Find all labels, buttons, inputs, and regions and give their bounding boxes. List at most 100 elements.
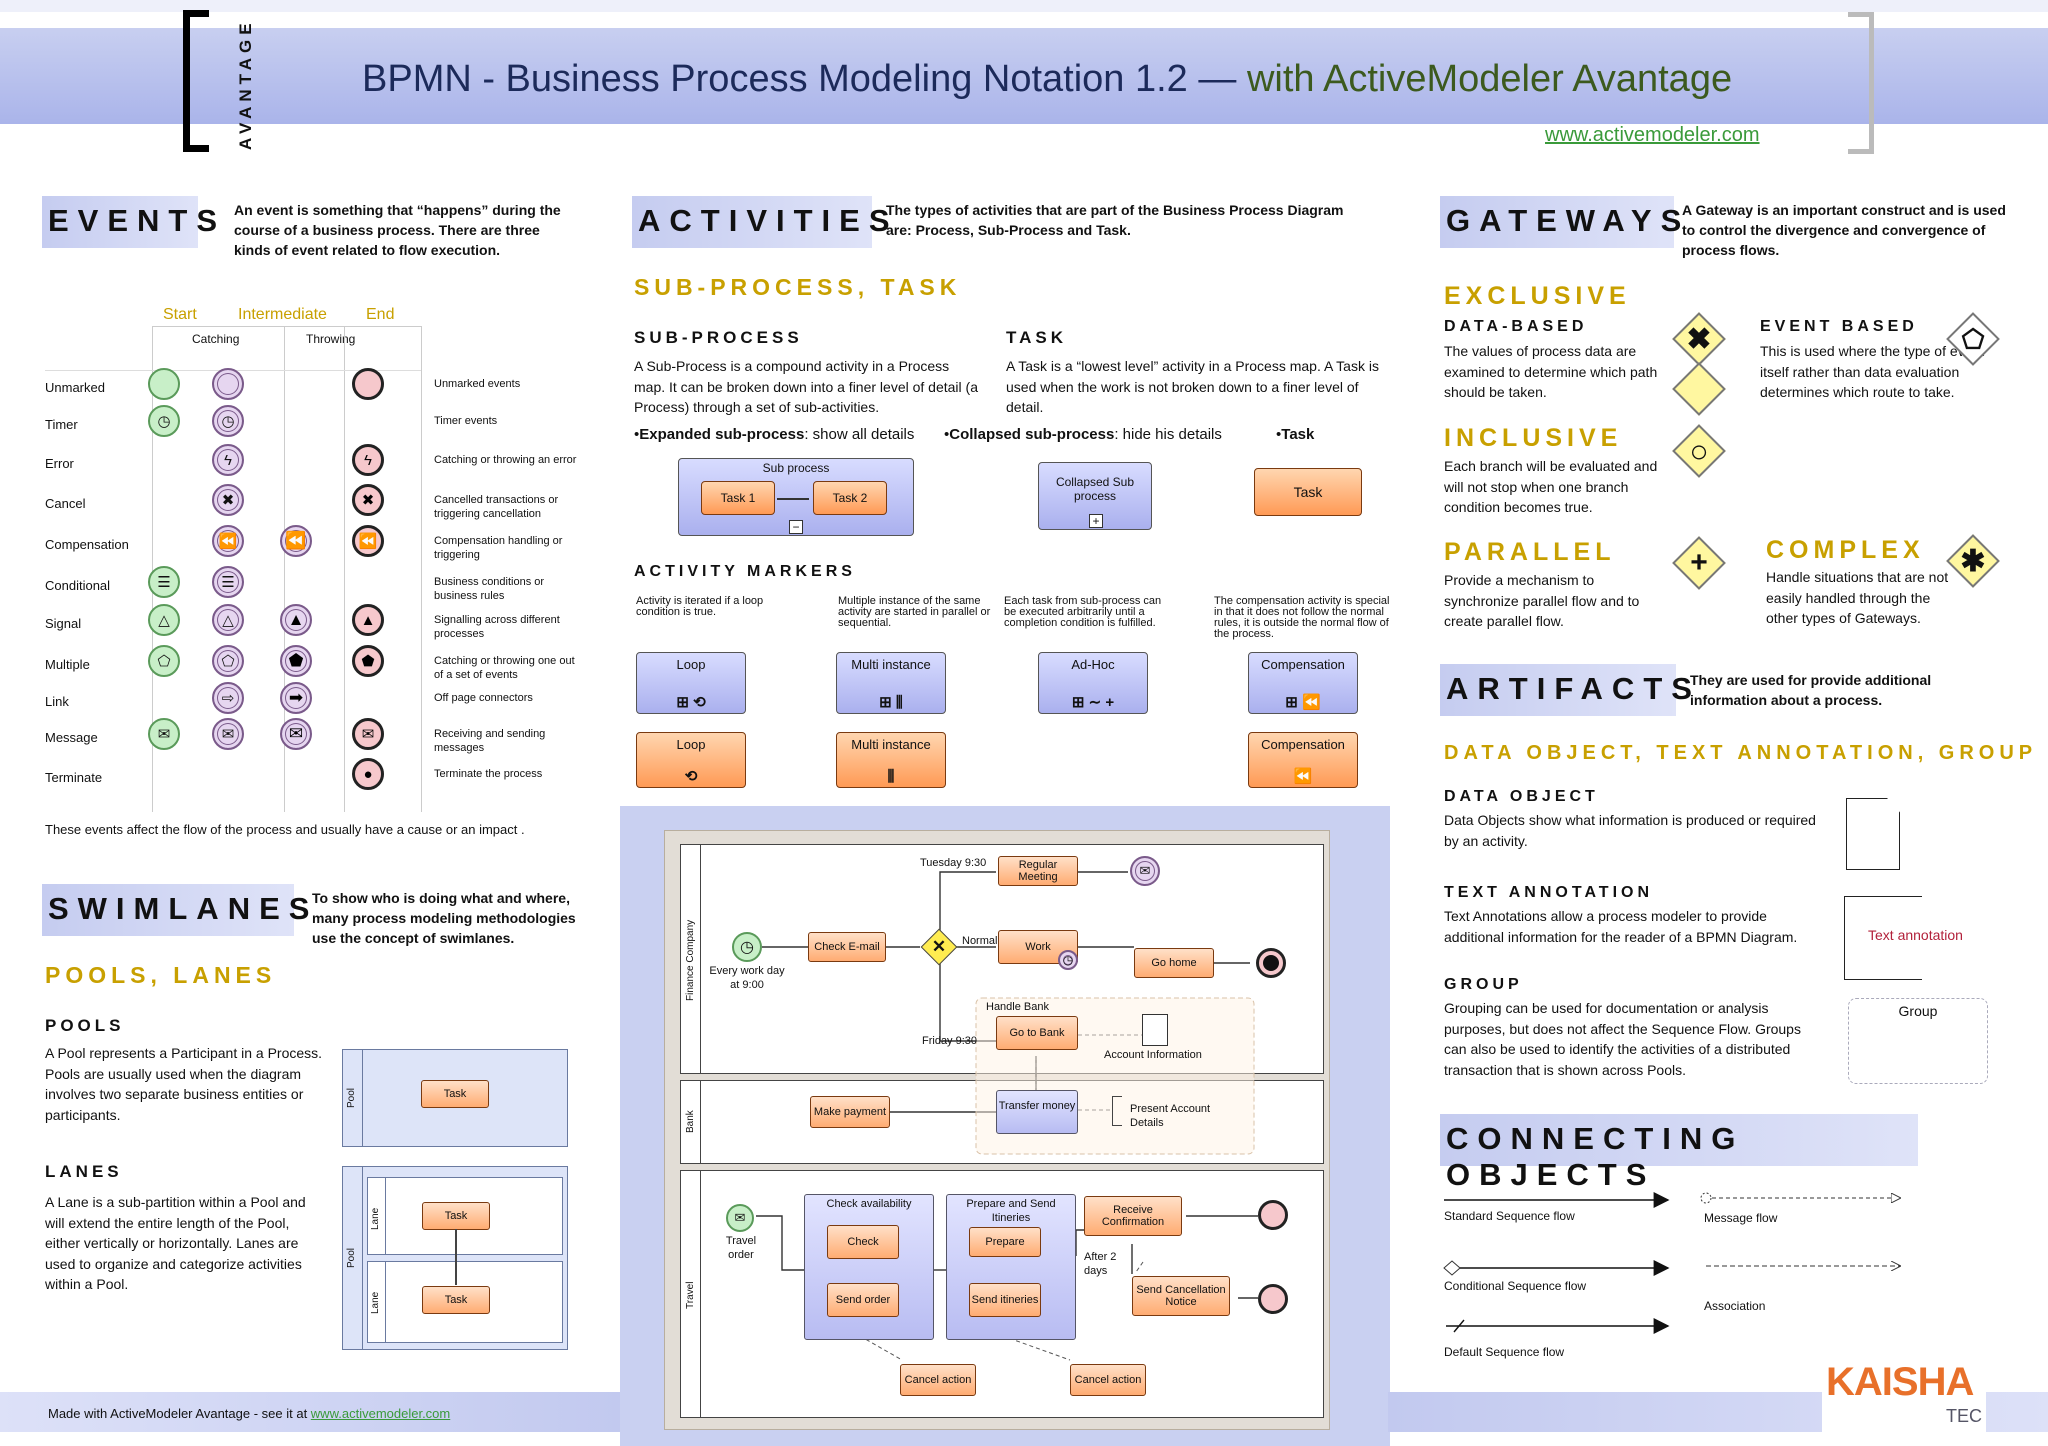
data-based-heading: DATA-BASED (1444, 318, 1588, 335)
association-label: Association (1704, 1299, 1766, 1313)
top-strip (0, 0, 2048, 12)
right-bracket (1848, 12, 1874, 154)
marker-blue-box: Loop⊞ ⟲ (636, 652, 746, 714)
text-annotation-heading: TEXT ANNOTATION (1444, 884, 1654, 901)
collapsed-subprocess: Collapsed Sub process + (1038, 462, 1152, 530)
inclusive-gateway-icon: ○ (1672, 424, 1726, 478)
exclusive-gateway-plain-icon (1672, 362, 1726, 416)
event-row-desc: Timer events (434, 415, 498, 427)
normal-label: Normal (962, 935, 998, 947)
inclusive-text: Each branch will be evaluated and will n… (1444, 458, 1658, 515)
event-row-name: Compensation (45, 537, 129, 552)
data-object-icon (1846, 798, 1900, 870)
data-object-heading: DATA OBJECT (1444, 788, 1599, 805)
pool-example: Pool Task (342, 1049, 568, 1147)
subprocess-task-subheading: SUB-PROCESS, TASK (634, 274, 962, 300)
group-example: Group (1848, 998, 1988, 1084)
events-col-end: End (366, 306, 395, 323)
timer-boundary-icon: ◷ (1058, 950, 1078, 970)
text-annotation-label: Text annotation (1868, 927, 1963, 943)
cancel-event-icon: ✖ (212, 484, 244, 516)
event-row-name: Error (45, 456, 74, 471)
terminate-event-icon: ● (352, 758, 384, 790)
footer-link[interactable]: www.activemodeler.com (310, 1406, 451, 1421)
inclusive-heading: INCLUSIVE (1444, 424, 1623, 452)
swimlanes-heading: SWIMLANES (42, 884, 309, 936)
timer-event-icon: ◷ (212, 405, 244, 437)
marker-label: Compensation (1261, 737, 1345, 752)
title-sub: with ActiveModeler Avantage (1246, 58, 1733, 100)
marker-label: Compensation (1261, 657, 1345, 672)
after-2-days-label: After 2 days (1084, 1251, 1117, 1277)
conditional-flow-label: Conditional Sequence flow (1444, 1279, 1587, 1293)
lane-1: Lane Task (367, 1177, 563, 1255)
gateways-heading: GATEWAYS (1440, 196, 1681, 248)
page-title: BPMN - Business Process Modeling Notatio… (362, 58, 1732, 101)
complex-heading: COMPLEX (1766, 536, 1925, 564)
default-flow-label: Default Sequence flow (1444, 1345, 1565, 1359)
event-row-name: Message (45, 730, 98, 745)
multiple-event-icon: ⬟ (280, 645, 312, 677)
send-cancellation-task: Send Cancellation Notice (1132, 1276, 1230, 1316)
event-row-name: Multiple (45, 657, 90, 672)
exclusive-gateway-x-icon: ✖ (1672, 312, 1726, 366)
header-banner (0, 28, 2048, 124)
signal-event-icon: △ (148, 604, 180, 636)
footer-text: Made with ActiveModeler Avantage - see i… (48, 1406, 311, 1421)
marker-label: Loop (676, 657, 706, 672)
event-row-desc: Business conditions or business rules (434, 576, 545, 602)
marker-blue-box: Compensation⊞ ⏪ (1248, 652, 1358, 714)
go-home-task: Go home (1134, 948, 1214, 978)
task-text: A Task is a “lowest level” activity in a… (1006, 358, 1379, 415)
expand-marker-icon: + (1089, 514, 1103, 528)
text-annotation-text: Text Annotations allow a process modeler… (1444, 908, 1798, 945)
timer-event-icon: ◷ (148, 405, 180, 437)
events-grid-line (284, 326, 285, 812)
event-row-desc: Cancelled transactions or triggering can… (434, 494, 559, 520)
event-row-desc: Receiving and sending messages (434, 728, 546, 754)
marker-icon: ⫼ (887, 768, 895, 785)
go-to-bank-task: Go to Bank (996, 1016, 1078, 1050)
lanes-text: A Lane is a sub-partition within a Pool … (45, 1194, 306, 1292)
unmarked-event-icon (352, 368, 384, 400)
marker-orange-box: Loop⟲ (636, 732, 746, 788)
pools-lanes-subheading: POOLS, LANES (45, 962, 277, 988)
message-start-event-icon: ✉ (726, 1204, 754, 1232)
multiple-event-icon: ⬠ (148, 645, 180, 677)
events-col-start: Start (163, 306, 197, 323)
message-event-icon: ✉ (212, 718, 244, 750)
check-availability-subprocess: Check availability Check Send order (804, 1194, 934, 1340)
event-based-text: This is used where the type of event its… (1760, 343, 1985, 400)
activities-desc: The types of activities that are part of… (886, 202, 1344, 238)
message-event-icon: ✉ (352, 718, 384, 750)
complex-text: Handle situations that are not easily ha… (1766, 569, 1949, 626)
make-payment-task: Make payment (810, 1096, 890, 1128)
message-flow-label: Message flow (1704, 1211, 1778, 1225)
footer: Made with ActiveModeler Avantage - see i… (0, 1392, 620, 1432)
event-row-desc: Signalling across different processes (434, 614, 560, 640)
annotation-bracket (1112, 1096, 1122, 1126)
activity-markers-heading: ACTIVITY MARKERS (634, 563, 856, 580)
gateways-desc: A Gateway is an important construct and … (1682, 202, 2006, 258)
events-grid-line (421, 326, 422, 812)
event-row-name: Terminate (45, 770, 103, 785)
events-grid-line (344, 326, 345, 812)
event-row-name: Unmarked (45, 380, 105, 395)
message-event-icon: ✉ (148, 718, 180, 750)
collapsed-bullet: •Collapsed sub-process: hide his details (944, 426, 1222, 443)
kaisha-logo-text: KAISHA (1826, 1360, 1974, 1404)
check-availability-label: Check availability (826, 1198, 912, 1210)
header-url[interactable]: www.activemodeler.com (1545, 124, 1760, 146)
send-order-task: Send order (827, 1283, 899, 1317)
events-heading: EVENTS (42, 196, 217, 248)
marker-desc: Multiple instance of the same activity a… (838, 595, 991, 629)
event-row-desc: Terminate the process (434, 768, 543, 780)
marker-icon: ⊞ ⫼ (879, 694, 903, 711)
event-row-desc: Catching or throwing an error (434, 454, 577, 466)
parallel-heading: PARALLEL (1444, 538, 1616, 566)
prepare-task: Prepare (969, 1227, 1041, 1257)
events-grid-hline (152, 326, 421, 327)
events-col-intermediate: Intermediate (238, 306, 327, 323)
handle-bank-label: Handle Bank (986, 1001, 1049, 1013)
link-event-icon: ➡ (280, 682, 312, 714)
